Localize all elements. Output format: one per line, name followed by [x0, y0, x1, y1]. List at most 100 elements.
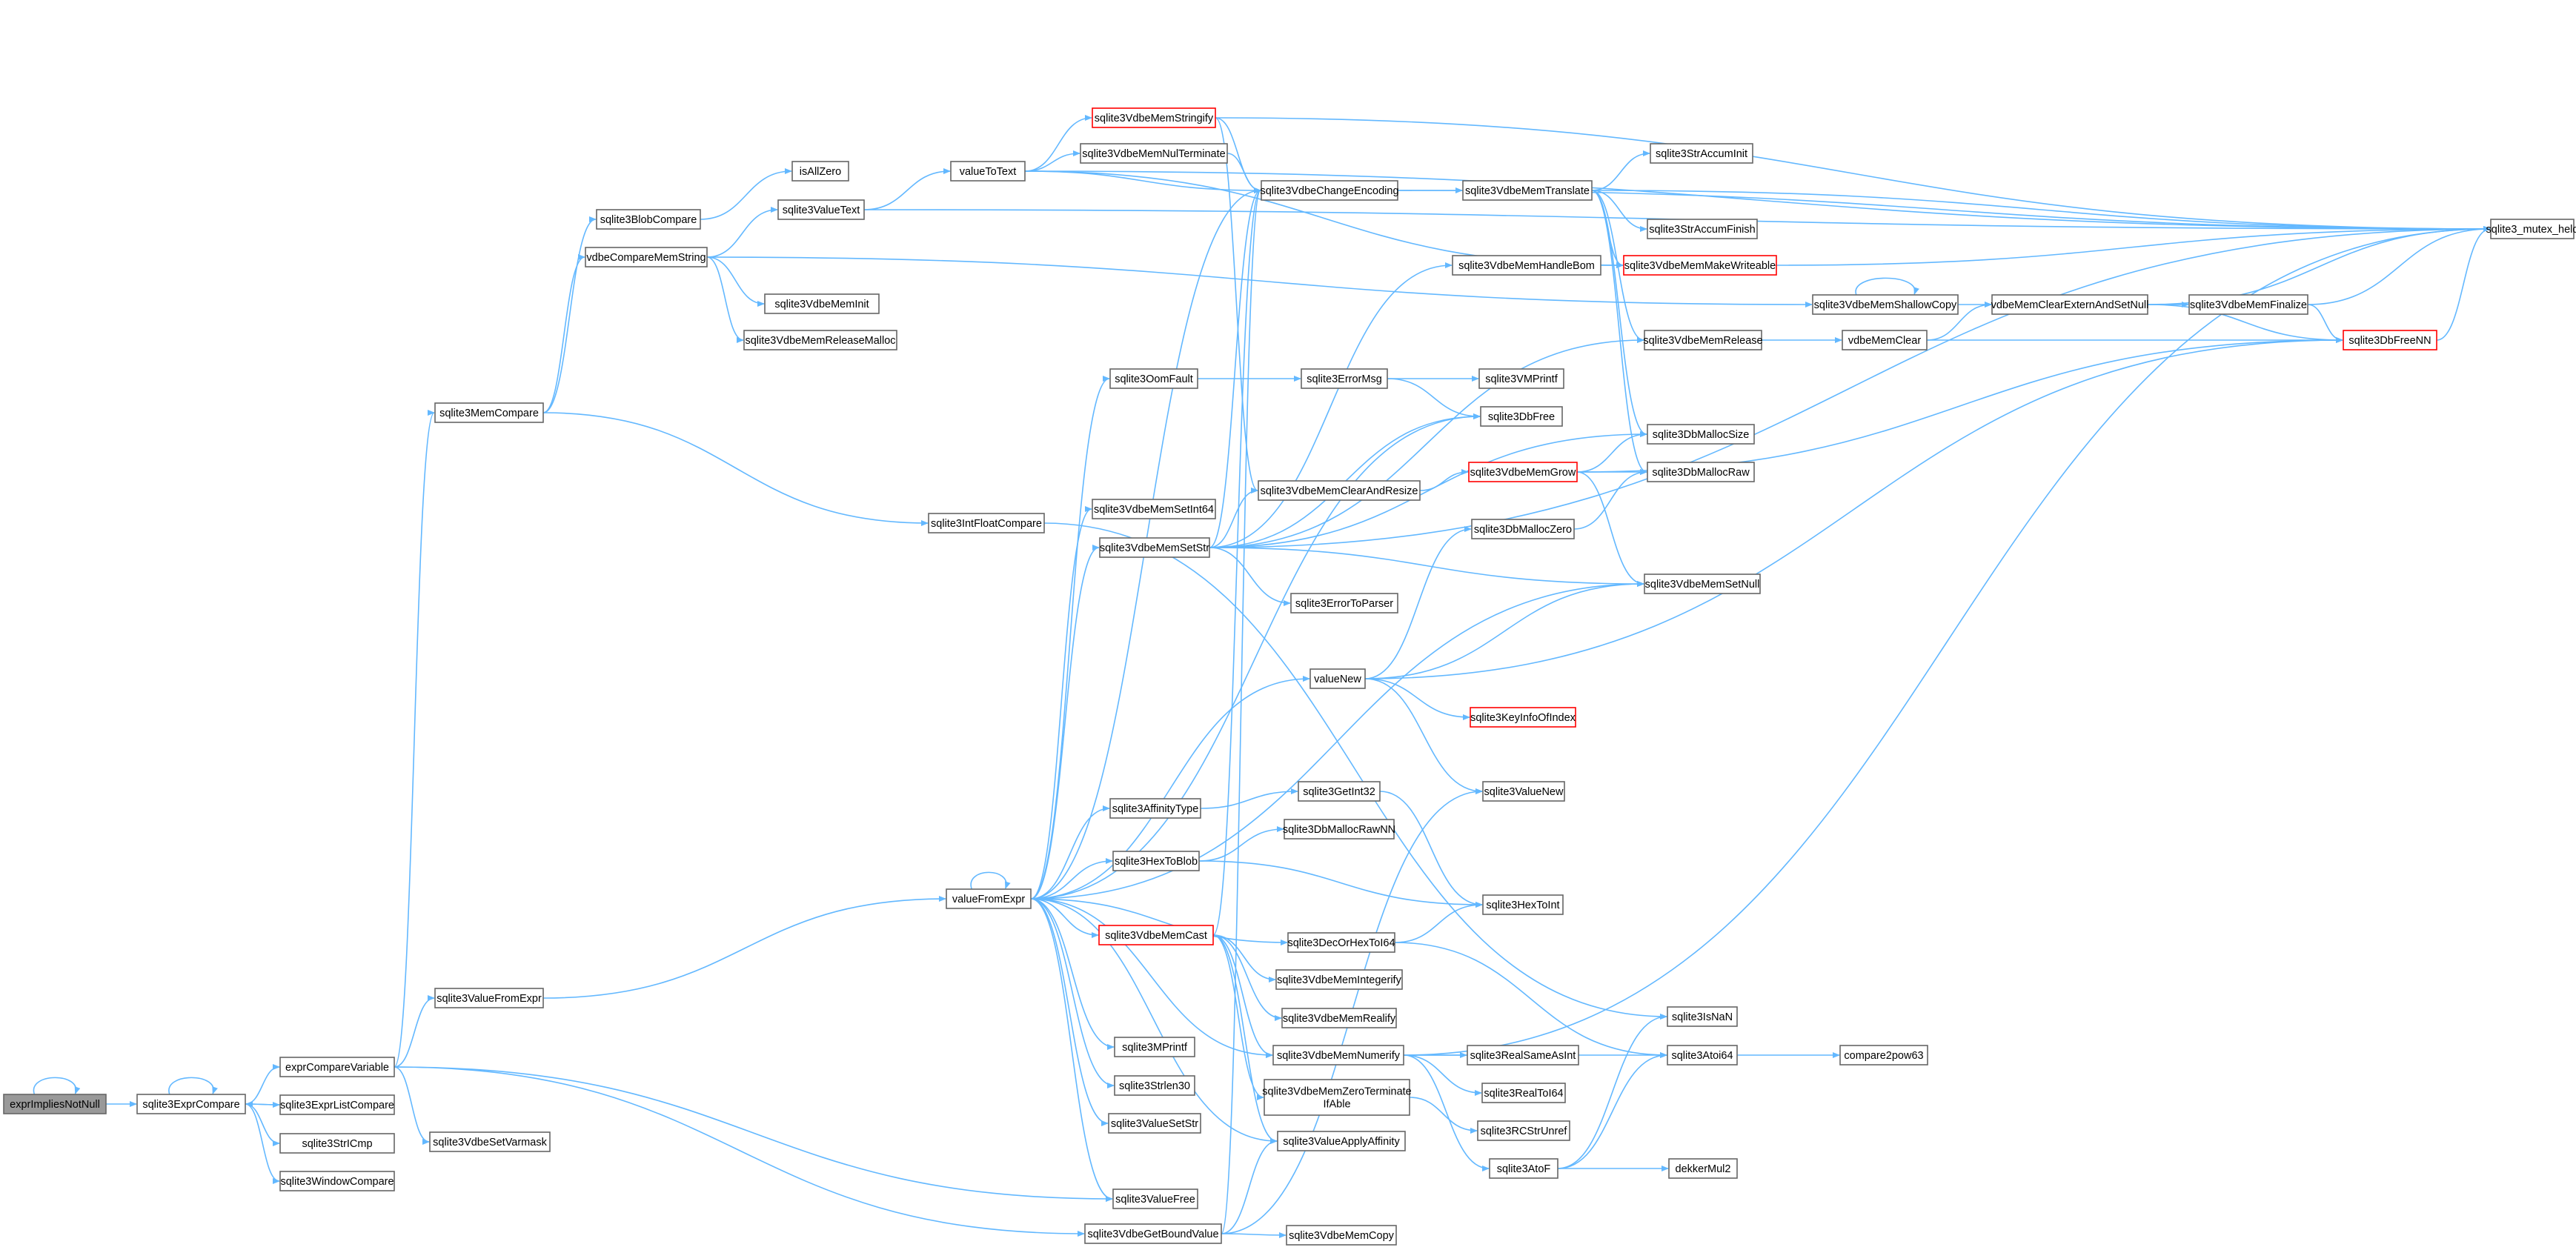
node-box[interactable] — [1647, 462, 1755, 482]
node-sqlite3VdbeMemSetInt64[interactable]: sqlite3VdbeMemSetInt64 — [1092, 499, 1216, 519]
node-vdbeMemClear[interactable]: vdbeMemClear — [1842, 330, 1928, 350]
node-sqlite3VdbeChangeEncoding[interactable]: sqlite3VdbeChangeEncoding — [1260, 180, 1399, 201]
node-box[interactable] — [764, 293, 880, 314]
node-box[interactable] — [2343, 330, 2437, 350]
node-box[interactable] — [136, 1094, 246, 1114]
node-sqlite3VdbeMemStringify[interactable]: sqlite3VdbeMemStringify — [1092, 107, 1216, 128]
node-box[interactable] — [946, 888, 1032, 909]
node-sqlite3BlobCompare[interactable]: sqlite3BlobCompare — [596, 209, 701, 230]
node-box[interactable] — [1290, 593, 1398, 614]
node-sqlite3AffinityType[interactable]: sqlite3AffinityType — [1109, 798, 1201, 819]
node-sqlite3VdbeMemTranslate[interactable]: sqlite3VdbeMemTranslate — [1462, 180, 1593, 201]
node-sqlite3DbMallocRaw[interactable]: sqlite3DbMallocRaw — [1647, 462, 1755, 482]
node-sqlite3VdbeMemMakeWriteable[interactable]: sqlite3VdbeMemMakeWriteable — [1623, 255, 1777, 276]
node-box[interactable] — [2490, 219, 2575, 239]
node-sqlite3DbMallocSize[interactable]: sqlite3DbMallocSize — [1647, 424, 1755, 445]
node-box[interactable] — [1112, 851, 1200, 871]
node-sqlite3HexToInt[interactable]: sqlite3HexToInt — [1482, 894, 1564, 915]
node-box[interactable] — [1467, 1045, 1579, 1066]
node-valueNew[interactable]: valueNew — [1309, 668, 1366, 689]
node-sqlite3AtoF[interactable]: sqlite3AtoF — [1489, 1158, 1558, 1179]
node-box[interactable] — [791, 161, 849, 182]
node-box[interactable] — [1114, 1037, 1195, 1057]
node-box[interactable] — [1309, 668, 1366, 689]
node-sqlite3RCStrUnref[interactable]: sqlite3RCStrUnref — [1477, 1120, 1570, 1141]
node-sqlite3ExprListCompare[interactable]: sqlite3ExprListCompare — [279, 1094, 395, 1115]
node-sqlite3IsNaN[interactable]: sqlite3IsNaN — [1667, 1006, 1738, 1027]
node-box[interactable] — [1452, 255, 1601, 276]
node-sqlite3VMPrintf[interactable]: sqlite3VMPrintf — [1478, 368, 1564, 389]
node-box[interactable] — [1623, 255, 1777, 276]
node-sqlite3ErrorMsg[interactable]: sqlite3ErrorMsg — [1301, 368, 1388, 389]
node-box[interactable] — [1668, 1158, 1738, 1179]
node-sqlite3DbFreeNN[interactable]: sqlite3DbFreeNN — [2343, 330, 2437, 350]
node-sqlite3DbMallocZero[interactable]: sqlite3DbMallocZero — [1471, 519, 1575, 539]
node-box[interactable] — [1114, 1075, 1195, 1096]
node-box[interactable] — [1644, 574, 1761, 594]
node-exprCompareVariable[interactable]: exprCompareVariable — [279, 1057, 395, 1077]
node-box[interactable] — [1108, 1113, 1201, 1134]
node-sqlite3ValueFree[interactable]: sqlite3ValueFree — [1112, 1189, 1198, 1209]
node-sqlite3RealSameAsInt[interactable]: sqlite3RealSameAsInt — [1467, 1045, 1579, 1066]
node-sqlite3VdbeMemReleaseMalloc[interactable]: sqlite3VdbeMemReleaseMalloc — [743, 330, 897, 350]
node-sqlite3VdbeMemRealify[interactable]: sqlite3VdbeMemRealify — [1281, 1008, 1397, 1028]
node-sqlite3VdbeGetBoundValue[interactable]: sqlite3VdbeGetBoundValue — [1084, 1223, 1222, 1244]
node-box[interactable] — [1644, 330, 1762, 350]
node-box[interactable] — [1098, 925, 1214, 945]
node-box[interactable] — [1462, 180, 1593, 201]
node-vdbeMemClearExternAndSetNull[interactable]: vdbeMemClearExternAndSetNull — [1991, 294, 2149, 315]
node-box[interactable] — [1480, 406, 1563, 427]
node-box[interactable] — [1281, 1008, 1397, 1028]
node-sqlite3ErrorToParser[interactable]: sqlite3ErrorToParser — [1290, 593, 1398, 614]
node-sqlite3OomFault[interactable]: sqlite3OomFault — [1109, 368, 1198, 389]
node-box[interactable] — [743, 330, 897, 350]
node-box[interactable] — [1812, 294, 1959, 315]
node-sqlite3VdbeMemNumerify[interactable]: sqlite3VdbeMemNumerify — [1272, 1045, 1404, 1066]
node-valueFromExpr[interactable]: valueFromExpr — [946, 888, 1032, 909]
node-box[interactable] — [1092, 107, 1216, 128]
node-sqlite3VdbeMemNulTerminate[interactable]: sqlite3VdbeMemNulTerminate — [1080, 143, 1228, 164]
node-box[interactable] — [1842, 330, 1928, 350]
node-sqlite3VdbeMemCopy[interactable]: sqlite3VdbeMemCopy — [1286, 1225, 1397, 1246]
node-box[interactable] — [1109, 798, 1201, 819]
node-sqlite3VdbeMemRelease[interactable]: sqlite3VdbeMemRelease — [1643, 330, 1763, 350]
node-sqlite3VdbeSetVarmask[interactable]: sqlite3VdbeSetVarmask — [429, 1131, 551, 1152]
node-sqlite3VdbeMemShallowCopy[interactable]: sqlite3VdbeMemShallowCopy — [1812, 294, 1959, 315]
node-sqlite3VdbeMemCast[interactable]: sqlite3VdbeMemCast — [1098, 925, 1214, 945]
node-box[interactable] — [1258, 480, 1421, 501]
node-sqlite3DbMallocRawNN[interactable]: sqlite3DbMallocRawNN — [1283, 819, 1395, 840]
node-box[interactable] — [1298, 781, 1381, 802]
node-box[interactable] — [1647, 219, 1758, 239]
node-sqlite3WindowCompare[interactable]: sqlite3WindowCompare — [279, 1171, 395, 1191]
node-dekkerMul2[interactable]: dekkerMul2 — [1668, 1158, 1738, 1179]
node-sqlite3_mutex_held[interactable]: sqlite3_mutex_held — [2486, 219, 2576, 239]
node-box[interactable] — [1112, 1189, 1198, 1209]
node-box[interactable] — [1287, 932, 1395, 953]
node-box[interactable] — [1489, 1158, 1558, 1179]
node-box[interactable] — [279, 1094, 395, 1115]
node-sqlite3VdbeMemHandleBom[interactable]: sqlite3VdbeMemHandleBom — [1452, 255, 1601, 276]
node-sqlite3StrAccumFinish[interactable]: sqlite3StrAccumFinish — [1647, 219, 1758, 239]
node-compare2pow63[interactable]: compare2pow63 — [1839, 1045, 1928, 1066]
node-sqlite3DbFree[interactable]: sqlite3DbFree — [1480, 406, 1563, 427]
node-box[interactable] — [1839, 1045, 1928, 1066]
node-box[interactable] — [1275, 969, 1403, 990]
node-isAllZero[interactable]: isAllZero — [791, 161, 849, 182]
node-box[interactable] — [2188, 294, 2308, 315]
node-box[interactable] — [1099, 537, 1210, 558]
node-sqlite3ExprCompare[interactable]: sqlite3ExprCompare — [136, 1094, 246, 1114]
node-sqlite3ValueSetStr[interactable]: sqlite3ValueSetStr — [1108, 1113, 1201, 1134]
node-box[interactable] — [777, 199, 865, 220]
node-box[interactable] — [429, 1131, 551, 1152]
node-box[interactable] — [1481, 1083, 1566, 1103]
node-box[interactable] — [1650, 143, 1753, 164]
node-box[interactable] — [434, 402, 544, 423]
node-box[interactable] — [596, 209, 701, 230]
node-box[interactable] — [1471, 519, 1575, 539]
node-sqlite3ValueNew[interactable]: sqlite3ValueNew — [1482, 781, 1565, 802]
node-box[interactable] — [1478, 368, 1564, 389]
node-box[interactable] — [950, 161, 1026, 182]
node-sqlite3ValueApplyAffinity[interactable]: sqlite3ValueApplyAffinity — [1277, 1131, 1406, 1151]
node-box[interactable] — [1277, 1131, 1406, 1151]
